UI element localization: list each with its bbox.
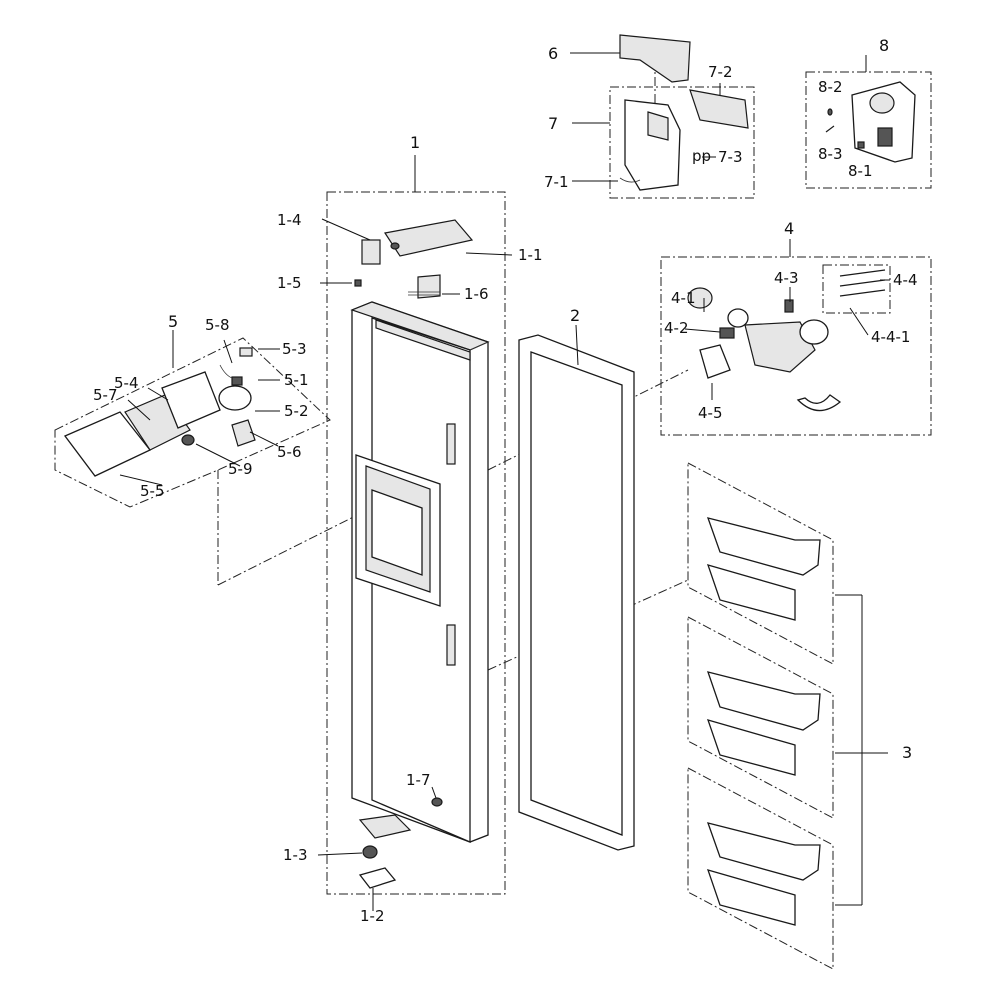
callout-4-4: 4-4	[893, 271, 918, 289]
part-1-2-lower-hinge	[358, 814, 412, 889]
callout-2: 2	[570, 306, 580, 325]
part-1-6-bracket	[408, 274, 441, 299]
group-box-3-bot	[687, 767, 834, 970]
callout-8-1: 8-1	[848, 162, 873, 180]
callout-8-3: 8-3	[818, 145, 843, 163]
part-8-ice-bucket	[825, 81, 916, 163]
callout-1-4: 1-4	[277, 211, 302, 229]
group-box-3-mid	[687, 616, 834, 819]
callout-5-7: 5-7	[93, 386, 118, 404]
callout-5-2: 5-2	[284, 402, 309, 420]
part-4-dispenser-mechanism	[687, 287, 842, 412]
part-1-5-screw	[354, 279, 362, 287]
callout-4-1: 4-1	[671, 289, 696, 307]
callout-4-3: 4-3	[774, 269, 799, 287]
callout-5-6: 5-6	[277, 443, 302, 461]
callout-7-1: 7-1	[544, 173, 569, 191]
callout-1-7: 1-7	[406, 771, 431, 789]
group-box-4	[660, 256, 932, 436]
callout-5-8: 5-8	[205, 316, 230, 334]
callout-1-1: 1-1	[518, 246, 543, 264]
callout-7-3: 7-3	[718, 148, 743, 166]
callout-7-2: 7-2	[708, 63, 733, 81]
part-3-door-bin-1	[706, 517, 821, 621]
callout-5-4: 5-4	[114, 374, 139, 392]
group-box-4-4	[822, 264, 891, 314]
group-box-5	[54, 337, 331, 508]
callout-5: 5	[168, 312, 178, 331]
callout-7: 7	[548, 114, 558, 133]
callout-1-5: 1-5	[277, 274, 302, 292]
part-1-1-cover	[384, 219, 474, 257]
callout-1-3: 1-3	[283, 846, 308, 864]
callout-8: 8	[879, 36, 889, 55]
group-box-1	[326, 191, 506, 895]
group-box-7	[609, 86, 755, 199]
callout-5-1: 5-1	[284, 371, 309, 389]
part-1-3-bushing	[362, 845, 378, 859]
part-2-door-gasket	[518, 334, 635, 851]
callout-3: 3	[902, 743, 912, 762]
callout-4-4-1: 4-4-1	[871, 328, 910, 346]
callout-5-3: 5-3	[282, 340, 307, 358]
part-7-3-pins: pp	[692, 147, 711, 165]
callout-5-5: 5-5	[140, 482, 165, 500]
callout-4-5: 4-5	[698, 404, 723, 422]
part-7-ice-maker	[619, 89, 749, 191]
part-5-dispenser-panel	[63, 347, 256, 477]
callout-1: 1	[410, 133, 420, 152]
door-panel	[350, 301, 490, 843]
callout-1-6: 1-6	[464, 285, 489, 303]
callout-1-2: 1-2	[360, 907, 385, 925]
group-box-8	[805, 71, 932, 189]
group-box-3-top	[687, 462, 834, 665]
callout-4-2: 4-2	[664, 319, 689, 337]
callout-4: 4	[784, 219, 794, 238]
callout-6: 6	[548, 44, 558, 63]
part-3-door-bin-3	[706, 822, 821, 926]
callout-8-2: 8-2	[818, 78, 843, 96]
part-4-4-heater-bars	[839, 269, 886, 297]
part-1-4-hinge-cap	[361, 239, 400, 265]
part-6-ice-cover	[619, 34, 691, 83]
part-1-7-cap	[431, 797, 443, 807]
callout-5-9: 5-9	[228, 460, 253, 478]
part-3-door-bin-2	[706, 671, 821, 776]
